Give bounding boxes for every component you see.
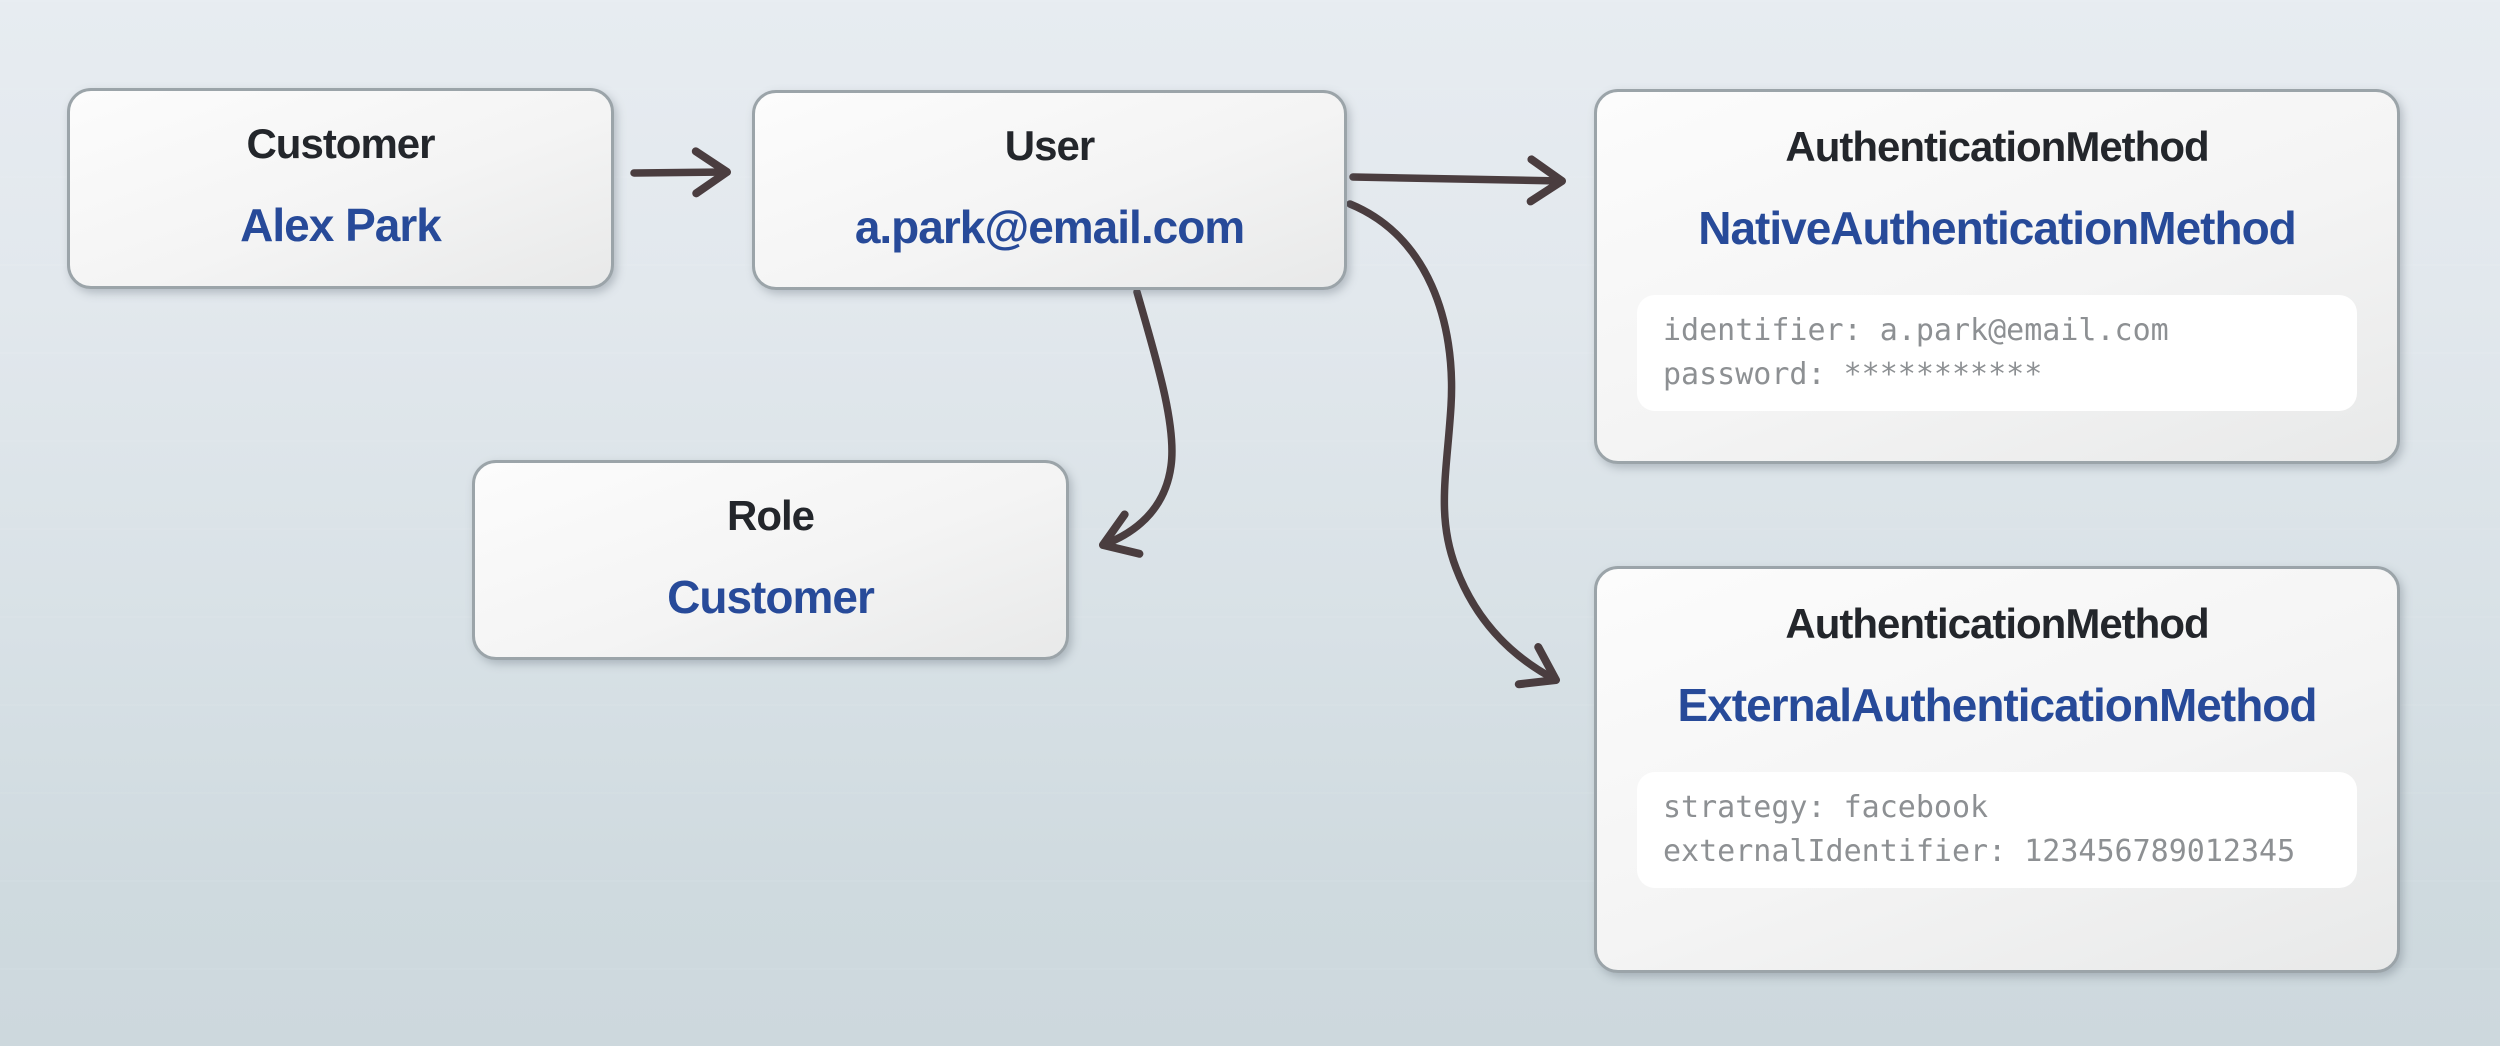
entity-type-label: AuthenticationMethod — [1785, 600, 2209, 647]
entity-auth-external: AuthenticationMethod ExternalAuthenticat… — [1594, 566, 2400, 973]
entity-type-label: User — [1004, 122, 1095, 169]
attribute-line-strategy: strategy: facebook — [1663, 790, 1989, 825]
entity-type-label: AuthenticationMethod — [1785, 123, 2209, 170]
attribute-line-external-identifier: externalIdentifier: 123456789012345 — [1663, 834, 2296, 869]
arrow-user-to-role — [1099, 288, 1176, 558]
entity-role: Role Customer — [472, 460, 1069, 660]
entity-value-label: NativeAuthenticationMethod — [1698, 202, 2297, 254]
arrow-customer-to-user — [630, 147, 731, 198]
entity-value-label: Customer — [667, 571, 875, 623]
arrow-user-to-native-auth — [1349, 155, 1566, 206]
entity-user: User a.park@email.com — [752, 90, 1347, 290]
entity-value-label: ExternalAuthenticationMethod — [1677, 679, 2317, 731]
entity-type-label: Role — [726, 492, 815, 539]
attribute-line-identifier: identifier: a.park@email.com — [1663, 313, 2169, 348]
entity-customer: Customer Alex Park — [67, 88, 614, 289]
attributes-panel: identifier: a.park@email.com password: *… — [1637, 295, 2357, 411]
entity-value-label: a.park@email.com — [854, 201, 1245, 253]
entity-value-label: Alex Park — [240, 199, 442, 251]
entity-auth-native: AuthenticationMethod NativeAuthenticatio… — [1594, 89, 2400, 464]
attributes-panel: strategy: facebook externalIdentifier: 1… — [1637, 772, 2357, 888]
entity-type-label: Customer — [246, 120, 435, 167]
attribute-line-password: password: *********** — [1663, 357, 2043, 392]
arrow-user-to-external-auth — [1346, 200, 1560, 689]
